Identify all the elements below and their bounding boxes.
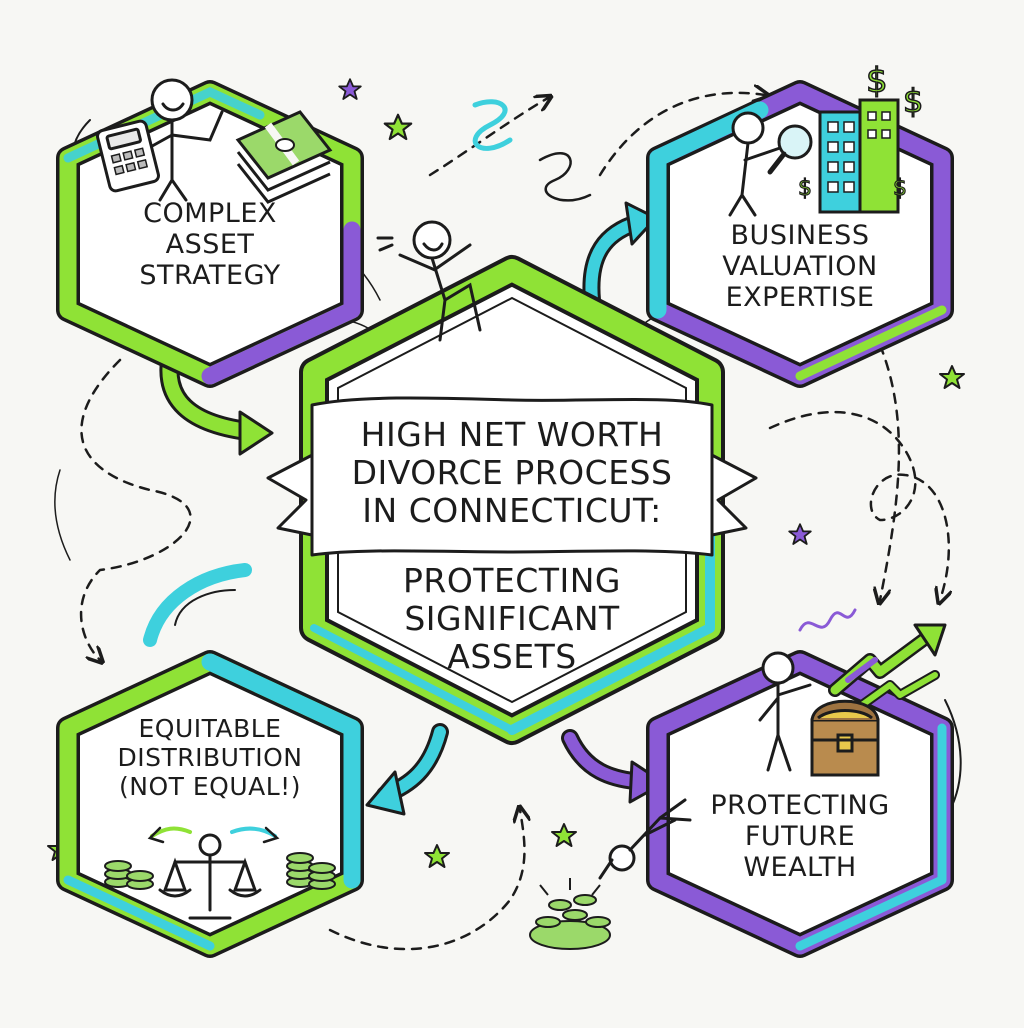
node-label-line: STRATEGY: [139, 260, 281, 292]
node-label-line: VALUATION: [722, 251, 878, 283]
presenting-person-icon: [758, 651, 812, 772]
hub-title-line: DIVORCE PROCESS: [351, 452, 673, 492]
node-label-line: WEALTH: [743, 852, 857, 884]
hub-title-line: IN CONNECTICUT:: [362, 490, 662, 530]
hub-title: HIGH NET WORTH DIVORCE PROCESS IN CONNEC…: [322, 416, 702, 530]
node-label-line: DISTRIBUTION: [117, 742, 303, 772]
star-icon: [551, 823, 577, 847]
hub-subtitle-line: PROTECTING: [402, 561, 621, 600]
star-icon: [338, 78, 362, 100]
node-label-line: COMPLEX: [143, 198, 277, 229]
dollar-signs: $ $ $ $: [797, 60, 924, 201]
node-label-complex-asset-strategy: COMPLEX ASSET STRATEGY: [100, 198, 320, 291]
dollar-icon: $: [903, 82, 923, 120]
star-icon: [939, 365, 965, 389]
connector-arrows: [159, 201, 666, 816]
node-label-line: EQUITABLE: [138, 714, 282, 743]
node-label-line: PROTECTING: [710, 790, 890, 821]
node-label-protecting-future-wealth: PROTECTING FUTURE WEALTH: [690, 790, 910, 883]
growth-arrows-icon: [828, 623, 947, 715]
calculator-icon: [96, 119, 160, 193]
node-label-equitable-distribution: EQUITABLE DISTRIBUTION (NOT EQUAL!): [95, 714, 325, 801]
node-label-line: BUSINESS: [730, 220, 870, 251]
jumping-person-icon: [376, 220, 482, 342]
node-label-line: (NOT EQUAL!): [119, 771, 301, 801]
node-label-business-valuation-expertise: BUSINESS VALUATION EXPERTISE: [685, 220, 915, 313]
arrow-hub-to-valuation: [582, 201, 658, 309]
title-banner: [266, 396, 758, 557]
arrow-hub-to-distribution: [365, 723, 449, 816]
hub-subtitle: PROTECTING SIGNIFICANT ASSETS: [362, 562, 662, 676]
star-icon: [383, 113, 413, 141]
coin-stack-icon: [104, 852, 336, 890]
dollar-icon: $: [798, 176, 812, 201]
building-icon: [818, 98, 900, 214]
cash-stack-icon: [235, 110, 333, 204]
balance-scale-icon: [158, 833, 262, 920]
hub-subtitle-line: SIGNIFICANT: [404, 598, 620, 638]
hub-subtitle-line: ASSETS: [447, 636, 577, 676]
hub-title-line: HIGH NET WORTH: [360, 415, 664, 454]
dollar-icon: $: [893, 176, 907, 201]
magnifier-person-icon: [728, 111, 813, 217]
node-label-line: FUTURE: [744, 821, 856, 853]
node-label-line: EXPERTISE: [725, 282, 875, 314]
money-pile-icon: [529, 878, 611, 950]
exchange-arrows-icon: [147, 826, 280, 844]
node-label-line: ASSET: [165, 229, 255, 261]
treasure-chest-icon: [810, 699, 880, 777]
pointing-person-icon: [143, 78, 224, 202]
star-icon: [424, 844, 450, 868]
dollar-icon: $: [866, 61, 888, 101]
diving-person-icon: [598, 798, 692, 880]
star-icon: [788, 523, 812, 545]
dashed-flow-arrows: [79, 93, 949, 951]
